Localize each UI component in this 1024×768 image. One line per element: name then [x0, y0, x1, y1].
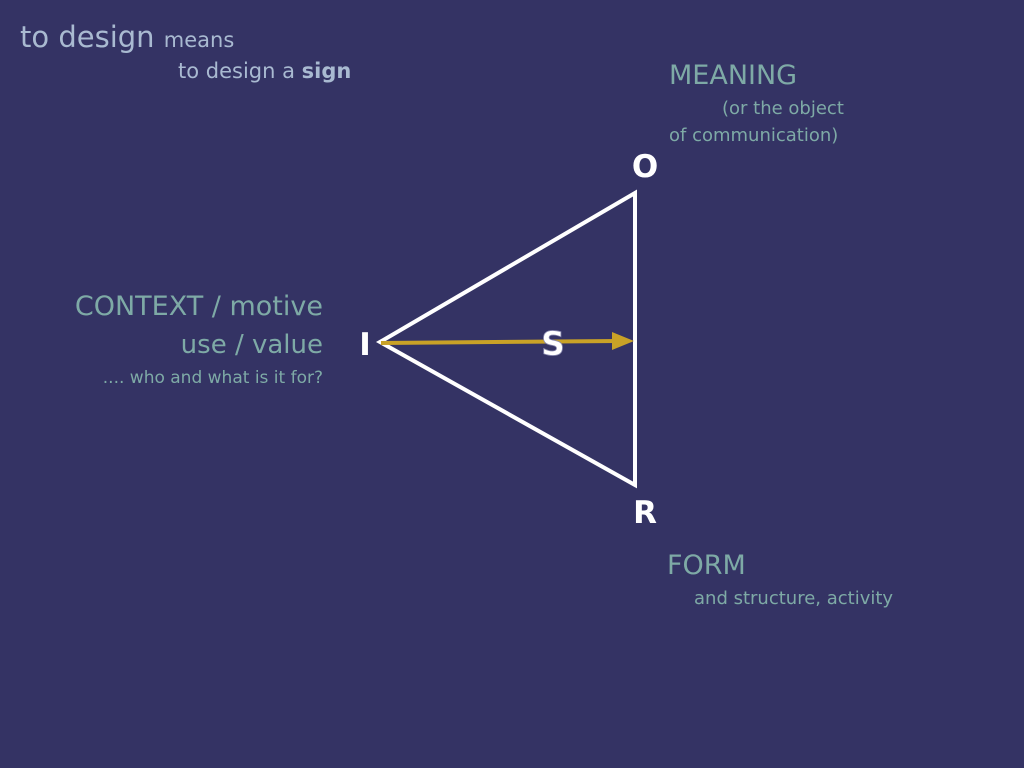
node-r-label: R — [633, 495, 657, 531]
arrow-head — [612, 332, 634, 350]
meaning-label: MEANING — [669, 60, 798, 91]
title-tail-text: means — [163, 28, 235, 52]
meaning-subtitle-2: of communication) — [669, 125, 839, 146]
form-subtitle: and structure, activity — [694, 588, 894, 609]
context-label: CONTEXT / motive — [74, 291, 323, 322]
subtitle-text: to design a — [178, 59, 295, 83]
node-s-label: S — [541, 324, 565, 363]
meaning-subtitle-1: (or the object — [722, 98, 844, 119]
context-subtitle-1: use / value — [180, 330, 323, 360]
node-o-label: O — [632, 149, 658, 185]
triangle-outline — [375, 189, 637, 489]
node-i-label: I — [359, 327, 371, 363]
subtitle-bold-text: sign — [301, 59, 352, 83]
slide-subtitle: to design a sign — [178, 58, 351, 84]
form-label: FORM — [667, 550, 746, 581]
slide-title: to design means — [20, 20, 234, 57]
arrow-shaft — [380, 339, 619, 345]
title-main-text: to design — [20, 20, 155, 54]
context-subtitle-2: .... who and what is it for? — [102, 368, 323, 388]
